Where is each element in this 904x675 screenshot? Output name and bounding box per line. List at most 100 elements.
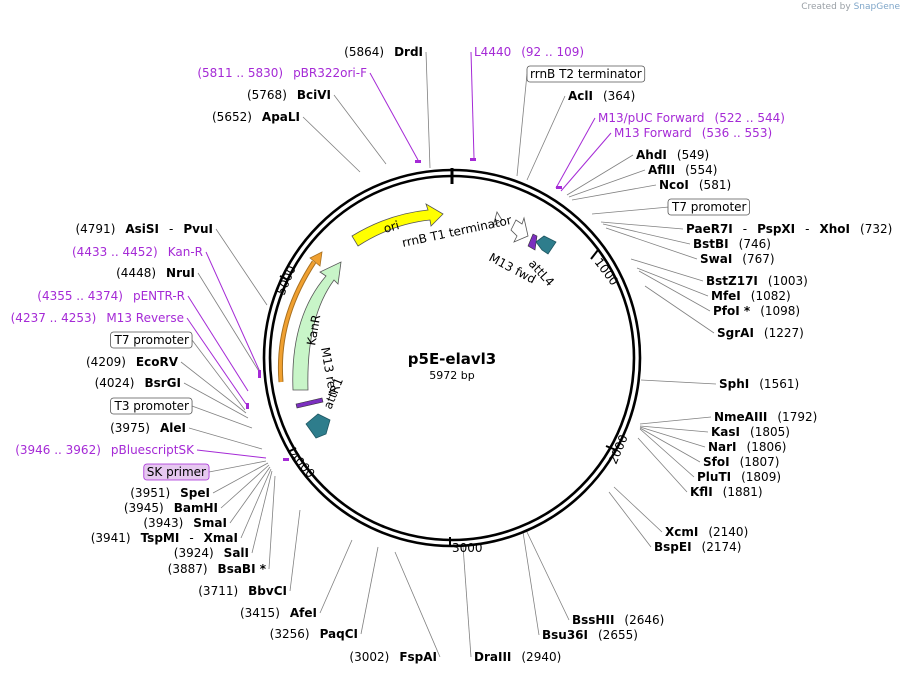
bbvci-label[interactable]: (3711)BbvCI — [198, 584, 287, 598]
pfoi-name: PfoI * — [713, 304, 751, 318]
t3-promoter-label[interactable]: T3 promoter — [110, 397, 193, 415]
bspei-text: BspEI(2174) — [654, 540, 741, 554]
draiii-pos: (2940) — [521, 650, 561, 664]
nmeaiii-label[interactable]: NmeAIII(1792) — [714, 410, 817, 424]
sgrai-name: SgrAI — [717, 326, 754, 340]
m13-rev-feature[interactable] — [295, 397, 324, 409]
l4440-mark — [470, 158, 476, 161]
bsabi-leader — [268, 475, 276, 570]
bsabi-label[interactable]: (3887)BsaBI * — [168, 562, 267, 576]
t7-promoter-l-label[interactable]: T7 promoter — [110, 331, 193, 349]
asisi-name: AsiSI — [125, 222, 159, 236]
fspai-label[interactable]: (3002)FspAI — [349, 650, 437, 664]
bsshii-label[interactable]: BssHII(2646) — [572, 613, 664, 627]
sphi-label[interactable]: SphI(1561) — [719, 377, 799, 391]
aflii-label[interactable]: AflII(554) — [648, 163, 717, 177]
bstz17i-label[interactable]: BstZ17I(1003) — [706, 274, 808, 288]
pbluescriptsk-leader — [196, 449, 267, 459]
bcivi-label[interactable]: (5768)BciVI — [247, 88, 331, 102]
nrui-label[interactable]: (4448)NruI — [116, 266, 195, 280]
bamhi-label[interactable]: (3945)BamHI — [124, 501, 218, 515]
spei-label[interactable]: (3951)SpeI — [130, 486, 210, 500]
pbluescriptsk-label[interactable]: (3946 .. 3962)pBluescriptSK — [15, 443, 195, 457]
rrnb-t2-label[interactable]: rrnB T2 terminator — [526, 65, 646, 83]
tspmi-name: TspMI — [141, 531, 180, 545]
spei-pos: (3951) — [130, 486, 170, 500]
m13-reverse-mark — [246, 403, 249, 409]
drdi-name: DrdI — [394, 45, 423, 59]
sgrai-label[interactable]: SgrAI(1227) — [717, 326, 804, 340]
xcmi-label[interactable]: XcmI(2140) — [665, 525, 748, 539]
kfli-label[interactable]: KflI(1881) — [690, 485, 763, 499]
sfoi-label[interactable]: SfoI(1807) — [703, 455, 779, 469]
bspei-label[interactable]: BspEI(2174) — [654, 540, 741, 554]
kan-region-arc[interactable] — [278, 261, 316, 383]
paqci-label[interactable]: (3256)PaqCI — [270, 627, 358, 641]
asisi-name2: PvuI — [183, 222, 213, 236]
acli-label[interactable]: AclI(364) — [568, 89, 635, 103]
drdi-leader — [425, 51, 431, 169]
m13-reverse-label[interactable]: (4237 .. 4253)M13 Reverse — [11, 311, 184, 325]
rrnb-t1-feature[interactable] — [492, 211, 503, 227]
swai-label[interactable]: SwaI(767) — [700, 252, 775, 266]
apali-label[interactable]: (5652)ApaLI — [212, 110, 300, 124]
bstbi-label[interactable]: BstBI(746) — [693, 237, 771, 251]
m13-fwd-feature[interactable] — [527, 233, 538, 251]
m13puc-fwd-label[interactable]: M13/pUC Forward(522 .. 544) — [598, 111, 785, 125]
nrui-name: NruI — [166, 266, 195, 280]
xcmi-pos: (2140) — [708, 525, 748, 539]
kasi-leader — [639, 425, 709, 433]
bstbi-name: BstBI — [693, 237, 729, 251]
t7-promoter-r-label[interactable]: T7 promoter — [667, 198, 750, 216]
bsu36i-label[interactable]: Bsu36I(2655) — [542, 628, 638, 642]
bspei-leader — [608, 491, 652, 548]
ecorv-leader — [180, 361, 247, 414]
m13-forward-label[interactable]: M13 Forward(536 .. 553) — [614, 126, 772, 140]
sali-label[interactable]: (3924)SalI — [174, 546, 249, 560]
ncoi-label[interactable]: NcoI(581) — [659, 178, 731, 192]
m13-reverse-text: (4237 .. 4253)M13 Reverse — [11, 311, 184, 325]
nari-label[interactable]: NarI(1806) — [708, 440, 786, 454]
ahdi-label[interactable]: AhdI(549) — [636, 148, 709, 162]
mfei-label[interactable]: MfeI(1082) — [711, 289, 791, 303]
ecorv-label[interactable]: (4209)EcoRV — [86, 355, 179, 369]
smai-label[interactable]: (3943)SmaI — [143, 516, 227, 530]
attl4-feature[interactable] — [535, 235, 557, 255]
nari-name: NarI — [708, 440, 737, 454]
pfoi-leader — [638, 270, 711, 312]
pfoi-label[interactable]: PfoI *(1098) — [713, 304, 800, 318]
attr1-feature[interactable] — [305, 413, 331, 439]
kasi-text: KasI(1805) — [711, 425, 790, 439]
tspmi-label[interactable]: (3941)TspMI-XmaI — [91, 531, 238, 545]
bsrgi-label[interactable]: (4024)BsrGI — [95, 376, 181, 390]
m13puc-fwd-pos: (522 .. 544) — [715, 111, 785, 125]
draiii-label[interactable]: DraIII(2940) — [474, 650, 561, 664]
nrui-leader — [197, 272, 261, 374]
kasi-label[interactable]: KasI(1805) — [711, 425, 790, 439]
ori-feature[interactable] — [351, 203, 444, 247]
kan-r-label[interactable]: (4433 .. 4452)Kan-R — [72, 245, 203, 259]
sk-primer-name: SK primer — [147, 465, 206, 479]
pluti-label[interactable]: PluTI(1809) — [697, 470, 781, 484]
pentr-r-label[interactable]: (4355 .. 4374)pENTR-R — [37, 289, 185, 303]
paqci-leader — [360, 546, 379, 635]
pbr322ori-label[interactable]: (5811 .. 5830)pBR322ori-F — [197, 66, 367, 80]
paer7i-label[interactable]: PaeR7I-PspXI-XhoI(732) — [686, 222, 892, 236]
kfli-name: KflI — [690, 485, 713, 499]
asisi-label[interactable]: (4791)AsiSI-PvuI — [75, 222, 213, 236]
ncoi-pos: (581) — [699, 178, 731, 192]
rrnb-t2-leader — [516, 73, 528, 177]
kanr-feature[interactable] — [292, 261, 342, 391]
acli-text: AclI(364) — [568, 89, 635, 103]
paer7i-leader — [600, 221, 684, 230]
l4440-label[interactable]: L4440(92 .. 109) — [474, 45, 584, 59]
sk-primer-label[interactable]: SK primer — [143, 463, 210, 481]
paer7i-sep1: - — [743, 222, 747, 236]
nmeaiii-text: NmeAIII(1792) — [714, 410, 817, 424]
bsu36i-name: Bsu36I — [542, 628, 588, 642]
rrnb-t2-feature[interactable] — [510, 216, 529, 243]
alei-label[interactable]: (3975)AleI — [110, 421, 186, 435]
afei-label[interactable]: (3415)AfeI — [240, 606, 317, 620]
bbvci-leader — [289, 509, 301, 592]
drdi-label[interactable]: (5864)DrdI — [344, 45, 423, 59]
